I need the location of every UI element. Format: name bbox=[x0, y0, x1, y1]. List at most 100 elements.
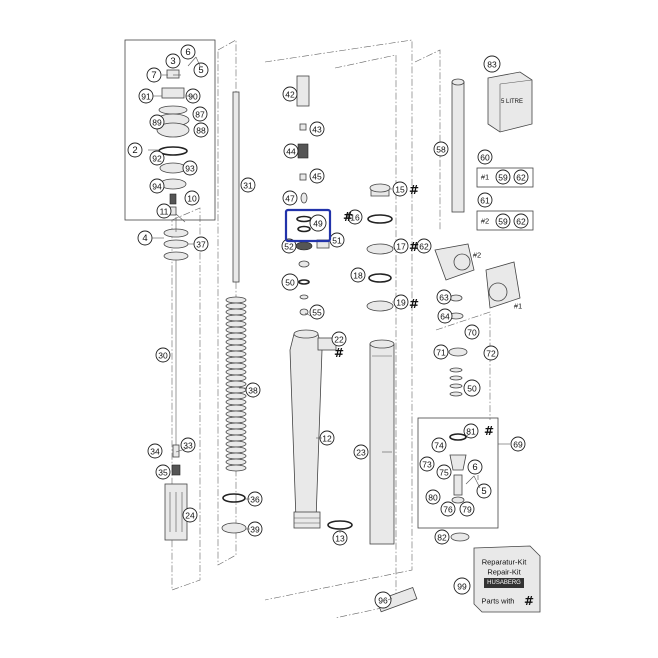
callout-circle-16 bbox=[347, 209, 363, 225]
callout-circle-62b bbox=[513, 213, 529, 229]
callout-number-30: 30 bbox=[158, 351, 168, 361]
compression-valve-box bbox=[417, 417, 499, 529]
spring-coil bbox=[225, 326, 247, 334]
callout-number-83: 83 bbox=[487, 60, 497, 70]
callout-circle-55 bbox=[309, 304, 325, 320]
callout-circle-88 bbox=[193, 122, 209, 138]
callout-number-87: 87 bbox=[195, 110, 205, 120]
callout-number-71: 71 bbox=[436, 348, 446, 358]
spring-coil bbox=[225, 464, 247, 472]
callout-circle-31 bbox=[240, 177, 256, 193]
spring-coil bbox=[225, 398, 247, 406]
fork-spring bbox=[225, 296, 247, 472]
callout-circle-89 bbox=[149, 114, 165, 130]
callout-circle-30 bbox=[155, 347, 171, 363]
callout-circle-18 bbox=[350, 267, 366, 283]
callout-number-64: 64 bbox=[440, 312, 450, 322]
cartridge-variant-1: #1 bbox=[514, 302, 522, 311]
variant-markers: #1 #2 #2 #1 # # # # # # bbox=[334, 173, 522, 439]
callout-number-82: 82 bbox=[437, 533, 447, 543]
callout-number-4: 4 bbox=[142, 233, 147, 244]
repair-kit-line1: Reparatur-Kit bbox=[482, 558, 528, 567]
callout-number-55: 55 bbox=[312, 308, 322, 318]
callout-circle-34 bbox=[147, 443, 163, 459]
callout-number-45: 45 bbox=[312, 172, 322, 182]
oil-can-label: 5 LITRE bbox=[501, 99, 523, 105]
hash-15: # bbox=[409, 183, 419, 197]
callout-number-73: 73 bbox=[422, 460, 432, 470]
cartridge-top-box bbox=[124, 39, 216, 221]
callout-number-13: 13 bbox=[335, 534, 345, 544]
variant-mark-2: #2 bbox=[481, 217, 489, 226]
callout-number-70: 70 bbox=[467, 328, 477, 338]
callout-number-23: 23 bbox=[356, 448, 366, 458]
callout-circle-64 bbox=[437, 308, 453, 324]
spring-coil bbox=[225, 362, 247, 370]
callout-circle-19 bbox=[393, 294, 409, 310]
callout-number-39: 39 bbox=[250, 525, 260, 535]
callout-number-24: 24 bbox=[185, 511, 195, 521]
spring-coil bbox=[225, 296, 247, 304]
hash-16: # bbox=[343, 210, 353, 224]
callout-circle-23 bbox=[353, 444, 369, 460]
callout-number-37: 37 bbox=[196, 240, 206, 250]
callout-number-42: 42 bbox=[285, 90, 295, 100]
callout-circle-87 bbox=[192, 106, 208, 122]
callout-number-44: 44 bbox=[286, 147, 296, 157]
spring-coil bbox=[225, 452, 247, 460]
callout-number-89: 89 bbox=[152, 118, 162, 128]
highlight-frame bbox=[284, 208, 332, 243]
callout-number-38: 38 bbox=[248, 386, 258, 396]
callout-circle-76 bbox=[440, 501, 456, 517]
callout-circle-6b bbox=[467, 459, 483, 475]
repair-kit-line3: Parts with bbox=[482, 597, 515, 606]
spring-coil bbox=[225, 422, 247, 430]
callout-circle-96 bbox=[374, 591, 392, 609]
inner-tube-assembly bbox=[289, 75, 353, 530]
callout-number-11: 11 bbox=[160, 207, 169, 217]
callout-circle-5a bbox=[193, 62, 209, 78]
callout-number-69: 69 bbox=[513, 440, 523, 450]
callout-circle-70 bbox=[464, 324, 480, 340]
callout-circle-94 bbox=[149, 178, 165, 194]
callout-number-72: 72 bbox=[486, 349, 496, 359]
oil-can: 5 LITRE bbox=[487, 71, 533, 133]
callout-circle-62a bbox=[513, 169, 529, 185]
callout-circle-62c bbox=[416, 238, 432, 254]
cartridge-variant-2: #2 bbox=[473, 251, 481, 260]
callout-number-16: 16 bbox=[350, 213, 360, 223]
callout-number-33: 33 bbox=[183, 441, 193, 451]
callout-circle-82 bbox=[434, 529, 450, 545]
callout-number-31: 31 bbox=[243, 181, 253, 191]
callout-number-81: 81 bbox=[466, 427, 476, 437]
callout-circle-11 bbox=[156, 203, 172, 219]
callout-number-18: 18 bbox=[353, 271, 363, 281]
spring-coil bbox=[225, 350, 247, 358]
callout-number-50a: 50 bbox=[285, 278, 295, 288]
callout-number-92: 92 bbox=[152, 154, 162, 164]
spring-coil bbox=[225, 338, 247, 346]
callout-circle-59a bbox=[495, 169, 511, 185]
callout-number-60: 60 bbox=[480, 153, 490, 163]
variant-mark-1: #1 bbox=[481, 173, 489, 182]
callout-number-62c: 62 bbox=[419, 242, 429, 252]
callout-circle-83 bbox=[483, 55, 501, 73]
hash-17: # bbox=[409, 240, 419, 254]
callout-circle-45 bbox=[309, 168, 325, 184]
callout-circle-92 bbox=[149, 150, 165, 166]
callout-number-80: 80 bbox=[428, 493, 438, 503]
cap-assembly bbox=[156, 69, 190, 216]
callout-circle-47 bbox=[282, 190, 298, 206]
callout-circle-35 bbox=[155, 464, 171, 480]
callout-circle-3 bbox=[165, 53, 181, 69]
callout-markers bbox=[127, 44, 529, 609]
spring-coil bbox=[225, 440, 247, 448]
hash-22: # bbox=[334, 346, 344, 360]
callout-circle-72 bbox=[483, 345, 499, 361]
callout-circle-75 bbox=[436, 464, 452, 480]
callout-number-36: 36 bbox=[250, 495, 260, 505]
callout-number-5a: 5 bbox=[198, 65, 203, 76]
callout-circle-24 bbox=[182, 507, 198, 523]
spring-coil bbox=[225, 374, 247, 382]
callout-circle-22 bbox=[331, 331, 347, 347]
